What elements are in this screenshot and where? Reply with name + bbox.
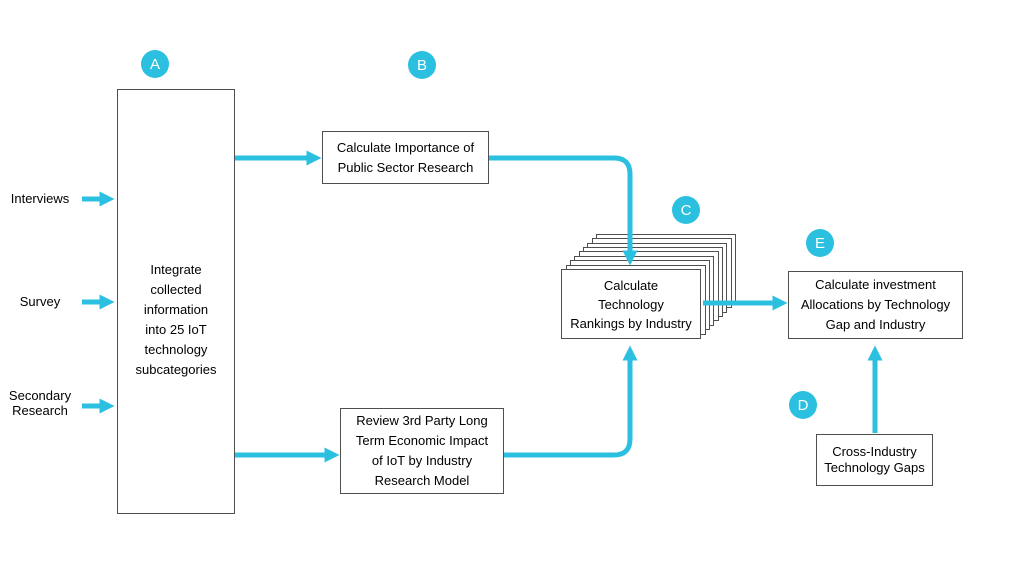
integrate-box: Integrate collected information into 25 … [117,89,235,514]
review-box: Review 3rd Party Long Term Economic Impa… [340,408,504,494]
source-label-interviews: Interviews [10,191,70,206]
badge-d: D [789,391,817,419]
rankings-box: Calculate Technology Rankings by Industr… [561,269,701,339]
badge-c: C [672,196,700,224]
arrow-review-to-rankings [504,345,638,458]
badge-a: A [141,50,169,78]
importance-box: Calculate Importance of Public Sector Re… [322,131,489,184]
source-label-survey: Survey [19,294,61,309]
source-label-secondary-research: Secondary Research [8,388,72,418]
badge-b: B [408,51,436,79]
badge-e: E [806,229,834,257]
gaps-box: Cross-Industry Technology Gaps [816,434,933,486]
investment-box: Calculate investment Allocations by Tech… [788,271,963,339]
